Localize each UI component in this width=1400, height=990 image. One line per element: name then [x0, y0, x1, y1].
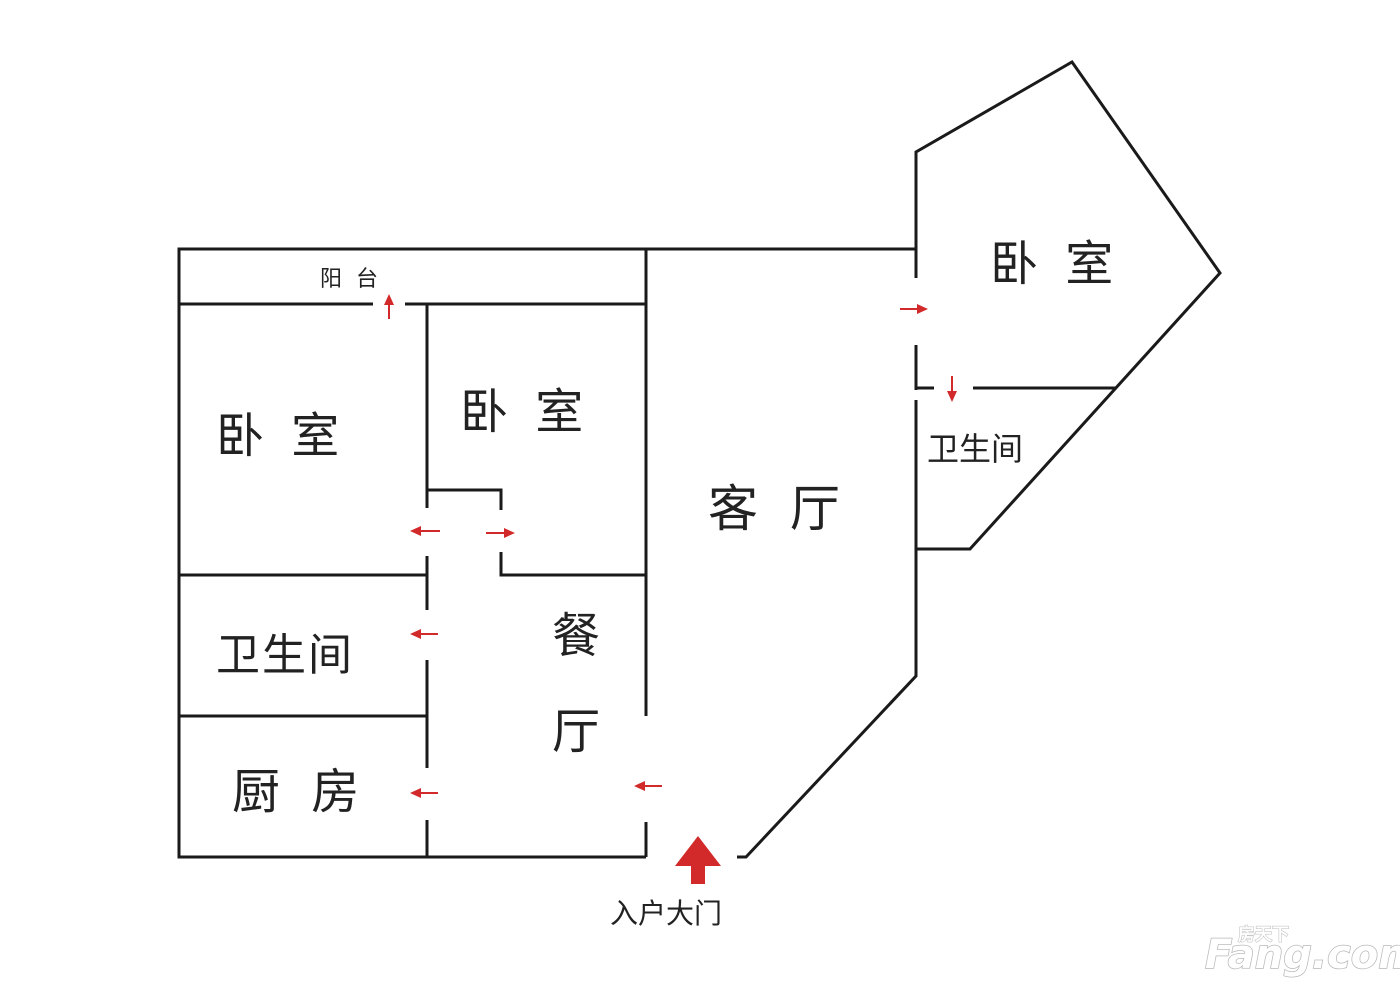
kitchen-label: 厨 房	[232, 764, 367, 820]
walls	[177, 60, 1222, 859]
closet-wall	[427, 488, 503, 510]
bathroom-left-label: 卫生间	[216, 630, 354, 681]
arrow-left-icon	[410, 526, 440, 536]
balcony-label: 阳 台	[320, 267, 378, 292]
arrow-right-icon	[486, 528, 515, 538]
arrow-down-icon	[947, 376, 957, 402]
arrow-left-icon	[410, 629, 438, 639]
bedroom-middle-label: 卧 室	[460, 384, 589, 440]
living-room-diagonal-wall	[737, 547, 918, 859]
bathroom-right-label: 卫生间	[927, 430, 1023, 468]
entrance-arrow-icon	[675, 836, 721, 884]
outer-wall-top	[177, 247, 915, 859]
living-room-label: 客 厅	[708, 480, 848, 538]
bedroom-right-label: 卧 室	[990, 236, 1119, 292]
entrance-label: 入户大门	[610, 897, 722, 930]
watermark-logo: 房天下 Fang.com	[1204, 924, 1400, 979]
arrow-left-icon	[410, 788, 438, 798]
dining-room-label-top: 餐	[552, 608, 600, 664]
arrow-left-icon	[634, 781, 662, 791]
watermark-small-text: 房天下	[1238, 924, 1289, 945]
right-bedroom-wall	[914, 60, 1222, 551]
dining-room-label-bottom: 厅	[552, 704, 600, 760]
watermark-big-text: Fang.com	[1205, 932, 1400, 978]
arrow-up-icon	[384, 294, 394, 319]
middle-bedroom-bottom-wall	[499, 552, 646, 577]
bedroom-left-label: 卧 室	[216, 408, 345, 464]
arrow-right-icon	[900, 304, 928, 314]
